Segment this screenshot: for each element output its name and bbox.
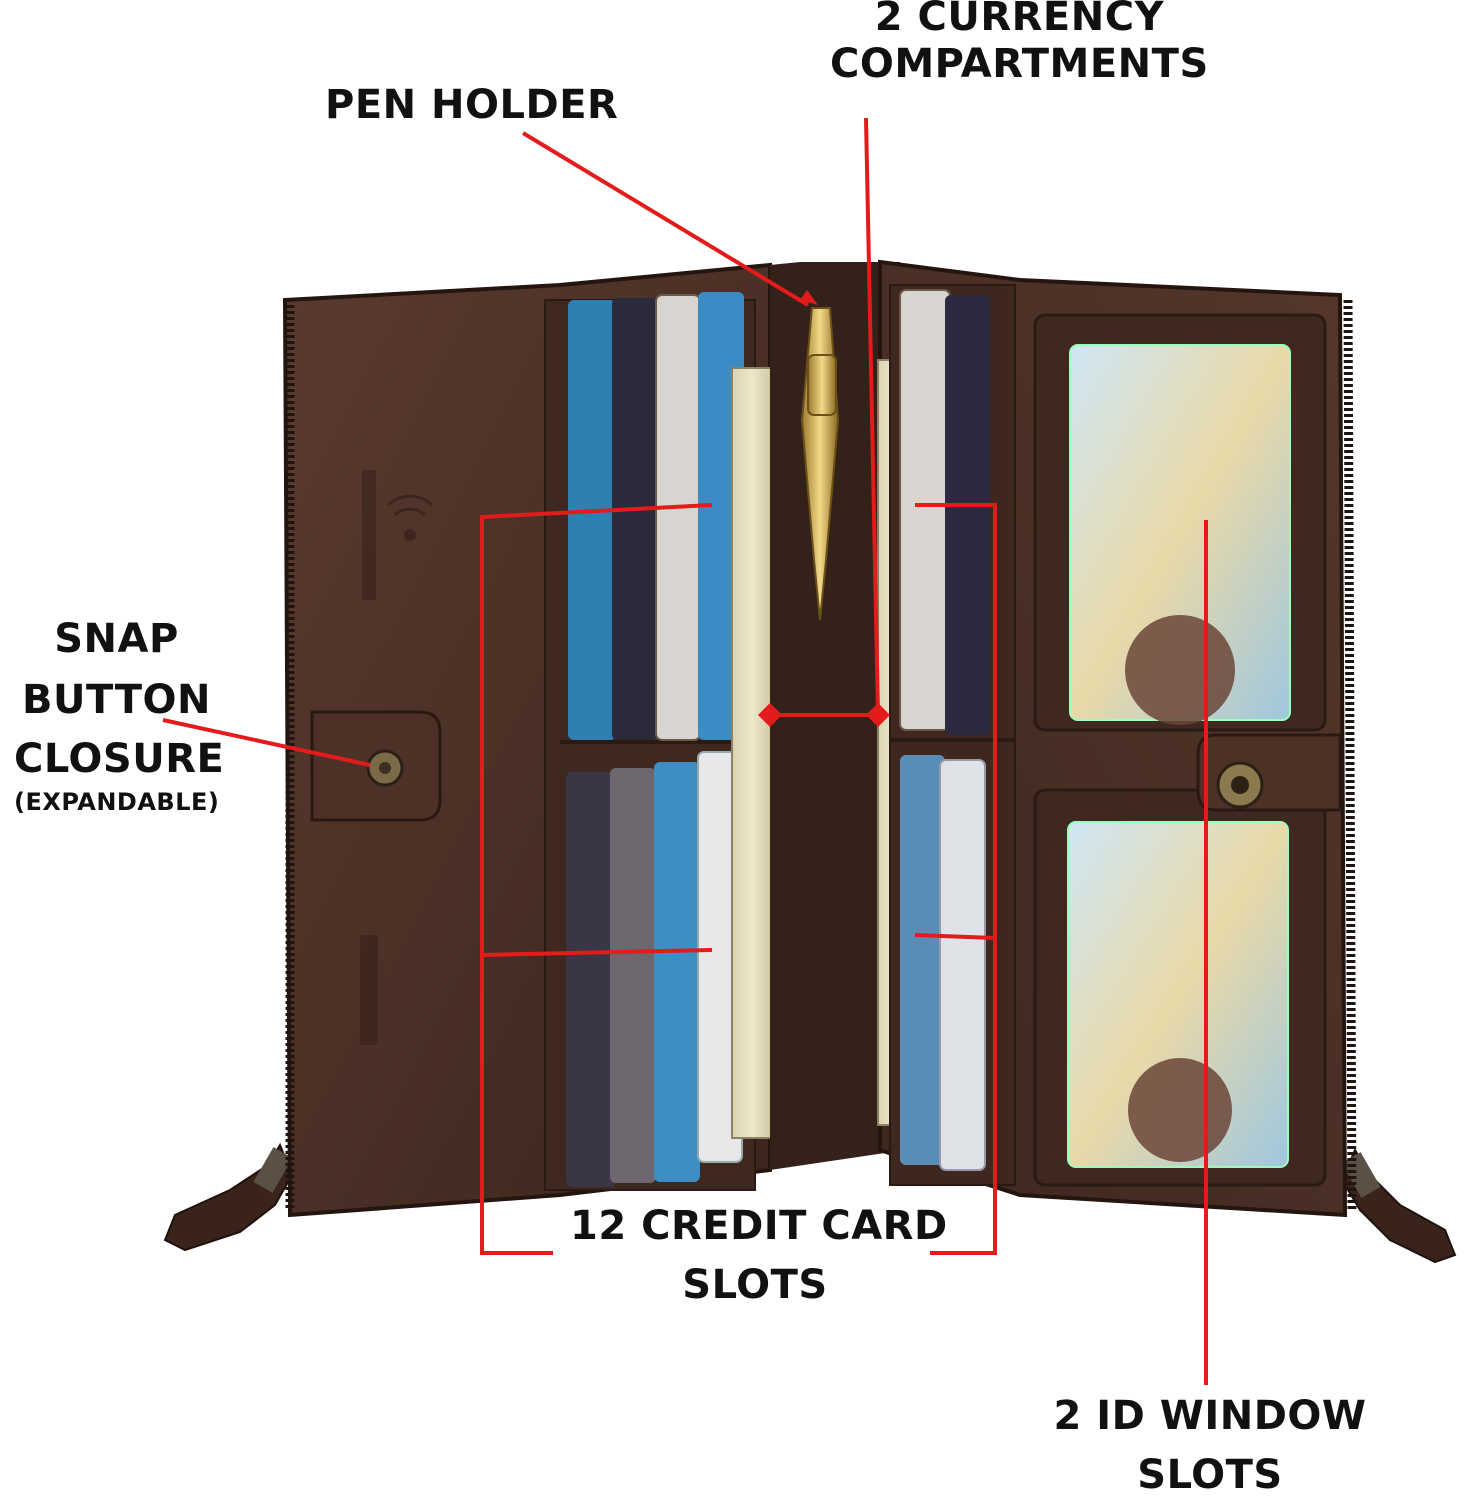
brand-emboss — [360, 935, 378, 1045]
currency-line2: COMPARTMENTS — [830, 41, 1209, 88]
card-stack-lower-left — [566, 751, 743, 1187]
id-window-bottom — [1067, 821, 1289, 1168]
snap-button-pointer — [162, 718, 371, 767]
id-line1: 2 ID WINDOW — [1053, 1393, 1367, 1439]
snap-line2: BUTTON — [22, 677, 211, 724]
currency-compartments-label: 2 CURRENCY COMPARTMENTS — [830, 0, 1209, 88]
card-stack-upper-right — [899, 289, 990, 735]
callout-lines — [162, 117, 1208, 1385]
card-slots-right-bracket — [915, 503, 997, 1255]
id-photo-bottom — [1128, 1058, 1232, 1162]
currency-line1: 2 CURRENCY — [874, 0, 1165, 40]
real-leather-emboss — [362, 470, 376, 600]
snap-line3: CLOSURE — [14, 736, 225, 783]
rfid-icon — [386, 494, 434, 541]
snap-line4: (EXPANDABLE) — [14, 787, 220, 816]
card-slots-left-bracket — [480, 503, 713, 1255]
left-zipper-pull — [163, 1142, 294, 1252]
card-stack-upper-left — [568, 292, 744, 741]
card-slots-line1: 12 CREDIT CARD — [570, 1203, 948, 1249]
id-window-slots-label: 2 ID WINDOW SLOTS — [1050, 1393, 1370, 1499]
pen-holder-label: PEN HOLDER — [325, 82, 618, 129]
snap-line1: SNAP — [54, 616, 179, 662]
id-line2: SLOTS — [1137, 1452, 1283, 1499]
right-snap-tab — [1196, 733, 1342, 812]
id-photo-top — [1125, 615, 1235, 725]
pen-holder-text: PEN HOLDER — [325, 82, 619, 128]
snap-button-label: SNAP BUTTON CLOSURE (EXPANDABLE) — [14, 616, 225, 816]
pen-holder-pointer — [521, 131, 810, 307]
left-panel — [282, 262, 773, 1218]
card-slots-line2: SLOTS — [682, 1262, 828, 1309]
right-zipper-pull — [1340, 1147, 1457, 1264]
right-panel — [877, 259, 1357, 1218]
card-stack-lower-right — [900, 755, 986, 1171]
currency-pointer — [864, 117, 880, 716]
currency-bill-left — [731, 367, 773, 1139]
credit-card-slots-label: 12 CREDIT CARD SLOTS — [570, 1203, 948, 1309]
pen — [800, 307, 840, 621]
